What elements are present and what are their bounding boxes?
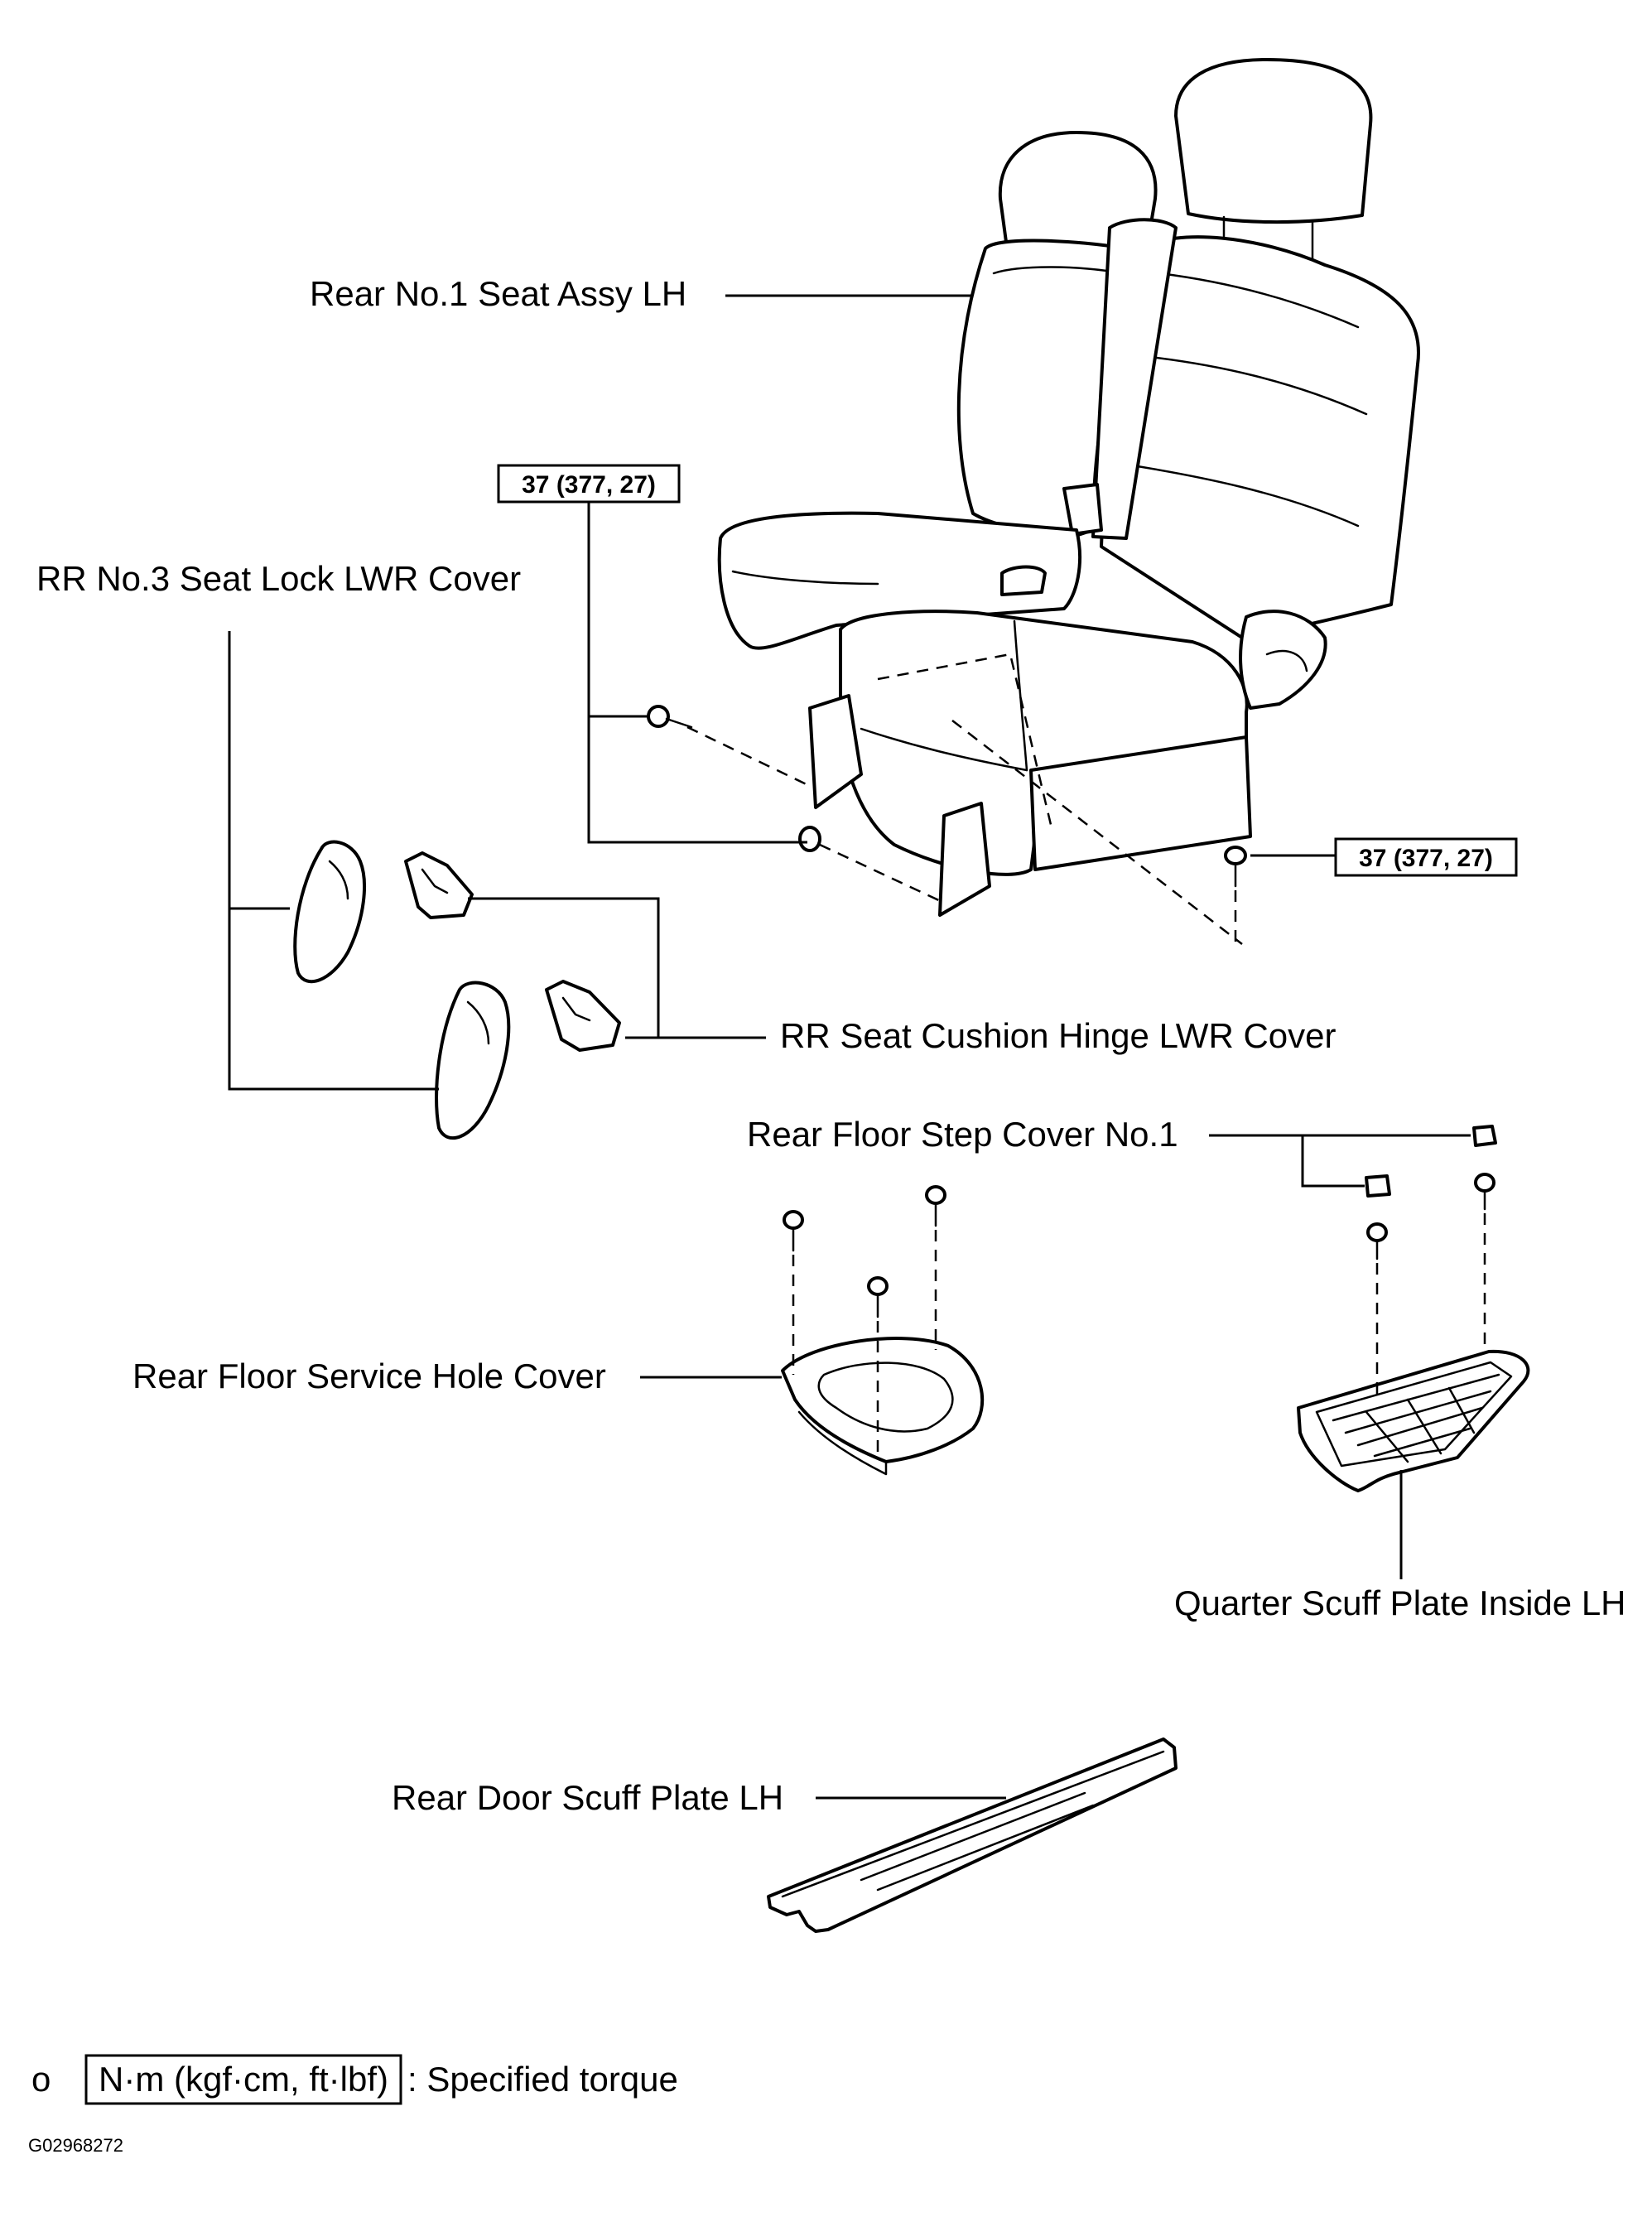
rear-seat-assembly bbox=[717, 58, 1420, 945]
rear-door-scuff-plate-lh bbox=[767, 1737, 1178, 1933]
seat-fasteners bbox=[647, 705, 1247, 944]
torque-value: 37 (377, 27) bbox=[522, 471, 656, 499]
quarter-scuff-plate-inside-lh bbox=[1297, 1349, 1530, 1492]
seat-lock-lower-covers bbox=[293, 840, 511, 1140]
figure-code: G02968272 bbox=[28, 2135, 123, 2156]
legend-symbol: o bbox=[31, 2060, 51, 2099]
nut-icon bbox=[798, 826, 821, 852]
label-rear-seat-assy: Rear No.1 Seat Assy LH bbox=[310, 274, 686, 313]
torque-legend: o N·m (kgf·cm, ft·lbf) : Specified torqu… bbox=[31, 2054, 678, 2105]
torque-value: 37 (377, 27) bbox=[1359, 845, 1493, 872]
service-hole-screws bbox=[783, 1185, 946, 1458]
torque-spec-right: 37 (377, 27) bbox=[1334, 837, 1518, 877]
label-hinge-lwr-cover: RR Seat Cushion Hinge LWR Cover bbox=[780, 1016, 1337, 1055]
screw-icon bbox=[1474, 1173, 1495, 1211]
label-step-cover: Rear Floor Step Cover No.1 bbox=[747, 1115, 1178, 1154]
screw-icon bbox=[1366, 1222, 1388, 1260]
screw-icon bbox=[867, 1276, 889, 1318]
legend-text: : Specified torque bbox=[407, 2060, 678, 2099]
step-cover-fasteners bbox=[1365, 1125, 1497, 1400]
legend-unit: N·m (kgf·cm, ft·lbf) bbox=[99, 2060, 388, 2099]
seat-cushion-hinge-lower-covers bbox=[404, 851, 621, 1052]
clip-icon bbox=[1365, 1174, 1391, 1198]
torque-spec-left: 37 (377, 27) bbox=[497, 464, 681, 504]
rear-floor-service-hole-cover bbox=[781, 1337, 985, 1476]
leader-lines bbox=[228, 294, 1471, 1800]
label-seat-lock-lwr-cover: RR No.3 Seat Lock LWR Cover bbox=[36, 559, 521, 598]
bolt-icon bbox=[647, 705, 693, 729]
clip-icon bbox=[1472, 1125, 1497, 1147]
screw-icon bbox=[783, 1210, 804, 1252]
screw-icon bbox=[925, 1185, 946, 1227]
label-service-hole-cover: Rear Floor Service Hole Cover bbox=[132, 1357, 606, 1395]
bolt-icon bbox=[1224, 846, 1247, 888]
label-quarter-scuff-plate: Quarter Scuff Plate Inside LH bbox=[1174, 1583, 1626, 1622]
label-door-scuff-plate: Rear Door Scuff Plate LH bbox=[392, 1778, 783, 1817]
